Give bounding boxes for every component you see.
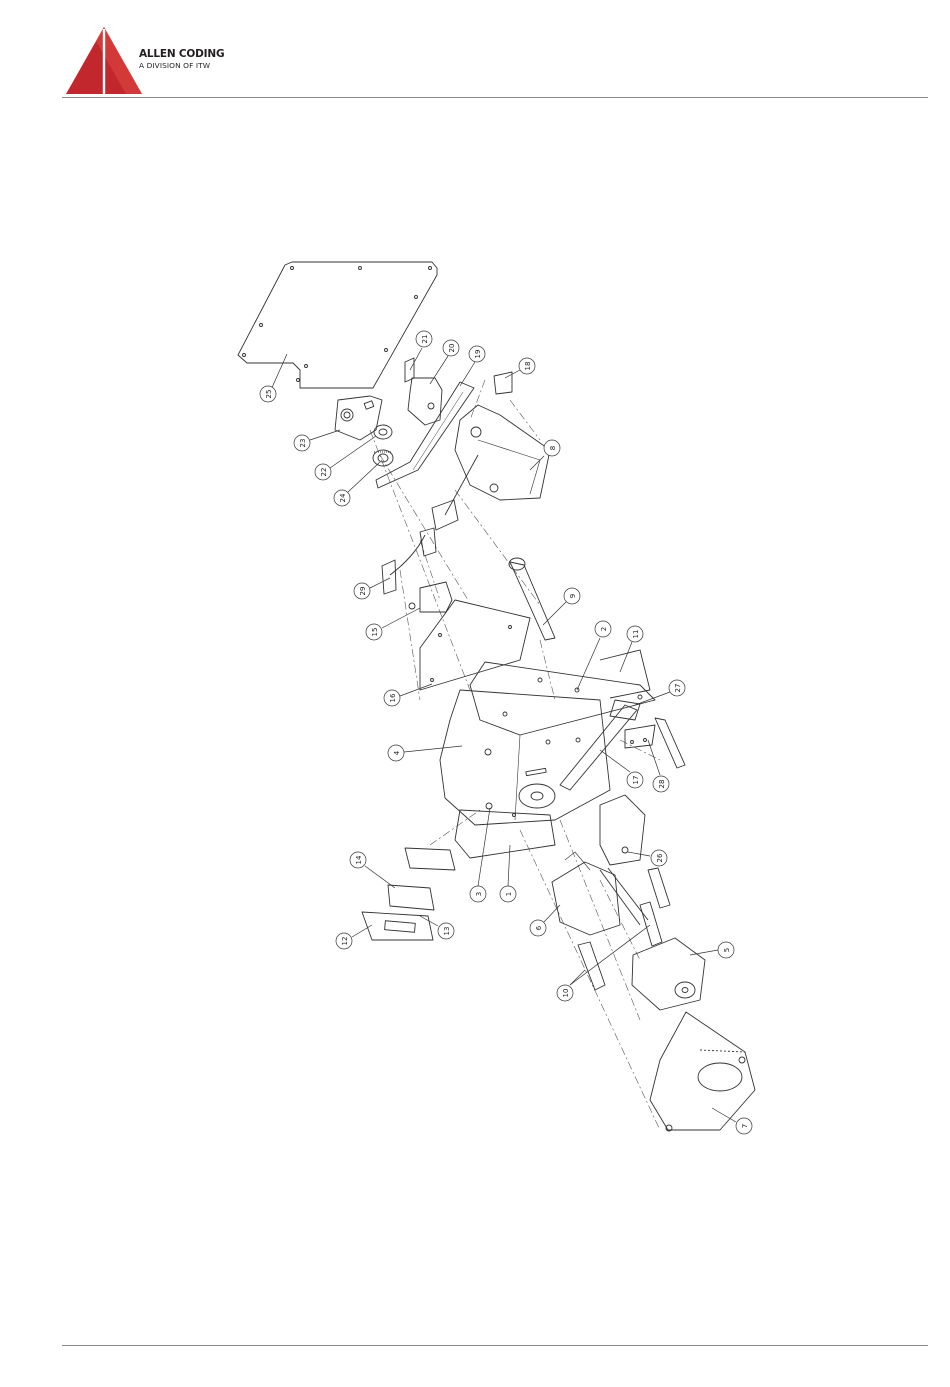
part-mounting-plate	[420, 600, 530, 690]
callout-20: 20	[448, 344, 456, 353]
callout-5: 5	[723, 948, 731, 952]
callout-9: 9	[569, 594, 577, 598]
callout-24: 24	[339, 493, 347, 502]
callout-18: 18	[524, 362, 532, 371]
part-sensor-bracket	[405, 358, 442, 425]
callout-1: 1	[505, 892, 513, 896]
part-carriage	[432, 372, 550, 530]
part-spacer-posts	[578, 868, 670, 990]
part-callouts: 25 21 20 19 18 23 22 8 24 29 9 15	[260, 331, 752, 1134]
footer-rule	[62, 1345, 928, 1346]
callout-2: 2	[600, 627, 608, 631]
part-main-body	[440, 690, 610, 825]
callout-19: 19	[474, 350, 482, 359]
callout-29: 29	[359, 587, 367, 596]
callout-11: 11	[632, 630, 640, 639]
part-lead-screw	[509, 558, 555, 640]
callout-16: 16	[389, 693, 397, 702]
callout-21: 21	[421, 335, 429, 344]
callout-27: 27	[674, 684, 682, 693]
callout-7: 7	[741, 1124, 749, 1128]
callout-3: 3	[475, 892, 483, 896]
callout-8: 8	[549, 446, 557, 450]
callout-28: 28	[658, 780, 666, 789]
part-drive-motor	[632, 938, 705, 1010]
callout-22: 22	[320, 468, 328, 477]
part-ribbon-cable	[382, 528, 436, 594]
part-stepper-motor	[552, 852, 648, 935]
part-motor-cover	[650, 1012, 755, 1131]
callout-4: 4	[393, 750, 401, 755]
callout-12: 12	[341, 937, 349, 946]
callout-6: 6	[535, 925, 543, 930]
callout-25: 25	[265, 390, 273, 399]
part-idler-bracket	[335, 396, 382, 440]
callout-13: 13	[443, 927, 451, 936]
callout-17: 17	[632, 776, 640, 785]
callout-10: 10	[562, 989, 570, 998]
callout-26: 26	[656, 853, 664, 862]
part-cover-plate	[238, 262, 437, 388]
alignment-lines	[370, 380, 660, 1130]
part-small-motor	[600, 795, 645, 865]
part-linear-rail	[560, 700, 685, 790]
callout-15: 15	[371, 628, 379, 637]
callout-14: 14	[355, 855, 363, 864]
callout-23: 23	[299, 439, 307, 448]
